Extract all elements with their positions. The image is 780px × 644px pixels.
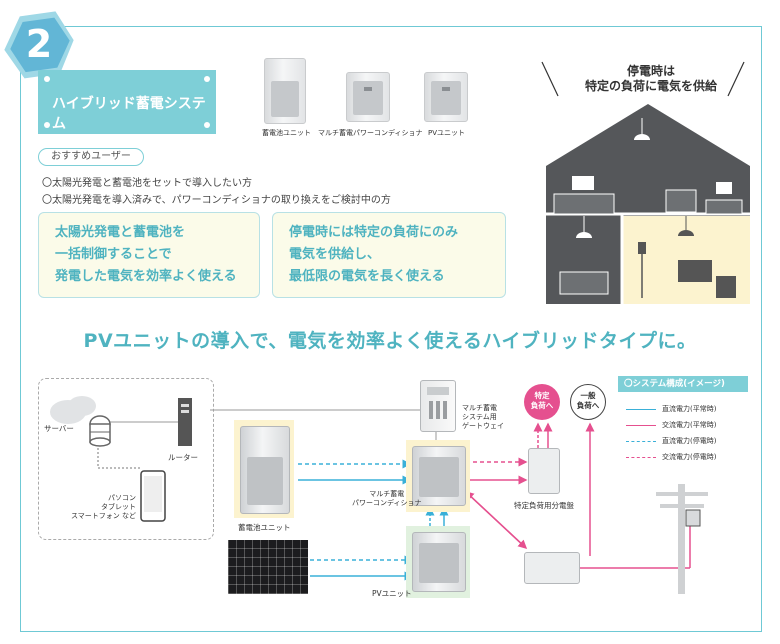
devices-line: タブレット [101,503,136,511]
legend: 〇システム構成(イメージ) 直流電力(平常時) 交流電力(平常時) 直流電力(停… [618,376,748,470]
gateway-line: マルチ蓄電 [462,404,497,412]
utility-pole-icon [656,484,708,594]
feature-line: 電気を供給し、 [289,247,381,262]
specific-load-line: 特定 [534,391,550,400]
power-conditioner [412,446,466,506]
smartphone-icon [140,470,166,522]
corner-dot [204,122,210,128]
product-label-pcs: マルチ蓄電パワーコンディショナ [318,129,423,137]
feature-line: 太陽光発電と蓄電池を [55,225,186,240]
general-load-line: 負荷へ [576,401,600,410]
product-label-pv: PVユニット [428,129,466,137]
gateway-line: ゲートウェイ [462,422,504,430]
general-load-line: 一般 [580,391,596,400]
outage-line: 停電時は [626,64,675,78]
pv-unit-image [424,72,468,122]
legend-item: 交流電力(平常時) [626,420,748,430]
product-label-battery: 蓄電池ユニット [262,129,311,137]
distribution-panel [528,448,560,494]
recommended-item: 〇太陽光発電を導入済みで、パワーコンディショナの取り換えをご検討中の方 [42,195,391,206]
legend-item: 交流電力(停電時) [626,452,748,462]
gateway-device [420,380,456,432]
legend-title: 〇システム構成(イメージ) [618,376,748,392]
corner-dot [44,122,50,128]
outage-line: 特定の負荷に電気を供給 [584,79,717,93]
feature-line: 発電した電気を効率よく使える [55,269,237,284]
router-label: ルーター [168,453,198,462]
cloud-server-icon [50,396,111,447]
badge-number: 2 [25,22,53,66]
battery-unit-image [264,58,306,124]
legend-item: 直流電力(平常時) [626,404,748,414]
battery-label: 蓄電池ユニット [238,523,291,532]
house-illustration [546,104,750,304]
recommended-users-label: おすすめユーザー [38,148,144,166]
hexagon-badge-icon [4,11,74,79]
legend-label: 交流電力(停電時) [662,453,717,461]
specific-load-circle: 特定 負荷へ [524,384,560,420]
feature-line: 停電時には特定の負荷にのみ [289,225,459,240]
legend-label: 交流電力(平常時) [662,421,717,429]
feature-box-outage: 停電時には特定の負荷にのみ 電気を供給し、 最低限の電気を長く使える [272,212,506,298]
pcs-label: マルチ蓄電 パワーコンディショナ [352,490,422,508]
devices-line: パソコン [108,494,136,502]
speech-slashes [541,61,745,97]
headline: PVユニットの導入で、電気を効率よく使えるハイブリッドタイプに。 [83,330,697,352]
specific-load-line: 負荷へ [530,401,554,410]
legend-label: 直流電力(停電時) [662,437,717,445]
solar-panel-icon [228,540,308,594]
power-conditioner-image [346,72,390,122]
general-load-circle: 一般 負荷へ [570,384,606,420]
corner-dot [204,76,210,82]
server-label: サーバー [44,424,74,433]
pcs-line: パワーコンディショナ [352,499,422,507]
pv-label: PVユニット [372,589,412,598]
legend-label: 直流電力(平常時) [662,405,717,413]
step-badge: 2 [4,10,74,80]
panel-label: 特定負荷用分電盤 [514,501,574,510]
feature-line: 最低限の電気を長く使える [289,269,445,284]
outage-caption: 停電時は 特定の負荷に電気を供給 [556,64,746,94]
system-title: ハイブリッド蓄電システム [52,96,206,132]
network-group [38,378,214,540]
pcs-line: マルチ蓄電 [369,490,405,498]
feature-line: 一括制御することで [55,247,172,262]
pv-unit [412,532,466,592]
meter-box [524,552,580,584]
gateway-label: マルチ蓄電 システム用 ゲートウェイ [462,404,504,431]
gateway-line: システム用 [462,413,497,421]
legend-item: 直流電力(停電時) [626,436,748,446]
corner-dot [44,76,50,82]
feature-box-control: 太陽光発電と蓄電池を 一括制御することで 発電した電気を効率よく使える [38,212,260,298]
devices-label: パソコン タブレット スマートフォン など [66,494,136,521]
system-title-box: ハイブリッド蓄電システム [38,70,216,134]
battery-unit [240,426,290,514]
recommended-item: 〇太陽光発電と蓄電池をセットで導入したい方 [42,178,252,189]
devices-line: スマートフォン など [70,512,136,520]
router-icon [178,398,192,446]
